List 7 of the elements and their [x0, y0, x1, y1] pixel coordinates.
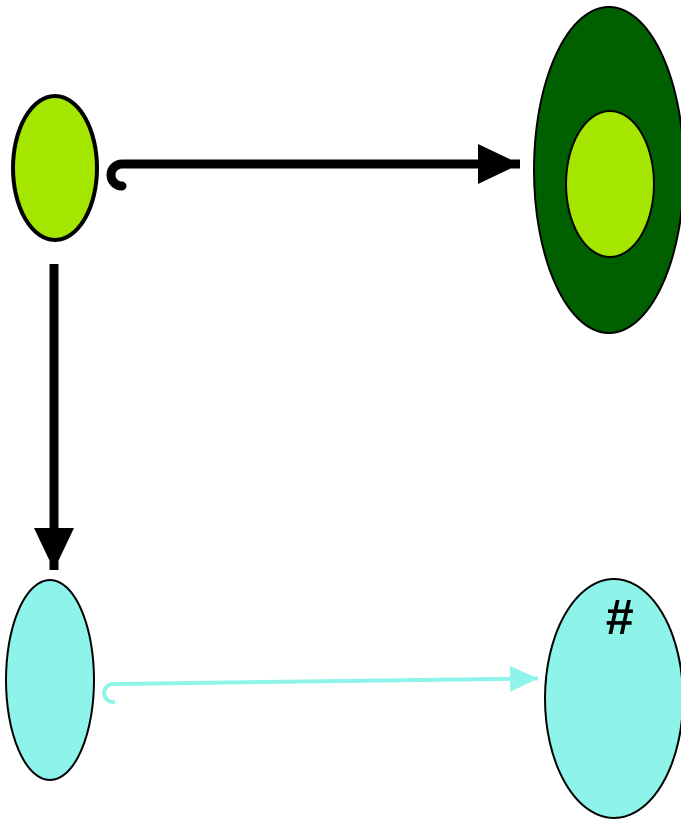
arrow	[106, 144, 520, 190]
arrow	[102, 666, 538, 704]
ellipse-node	[5, 579, 95, 781]
ellipse-node	[565, 110, 655, 258]
ellipse-node	[11, 94, 99, 242]
arrow	[34, 264, 74, 570]
hash-symbol: #	[605, 592, 633, 642]
